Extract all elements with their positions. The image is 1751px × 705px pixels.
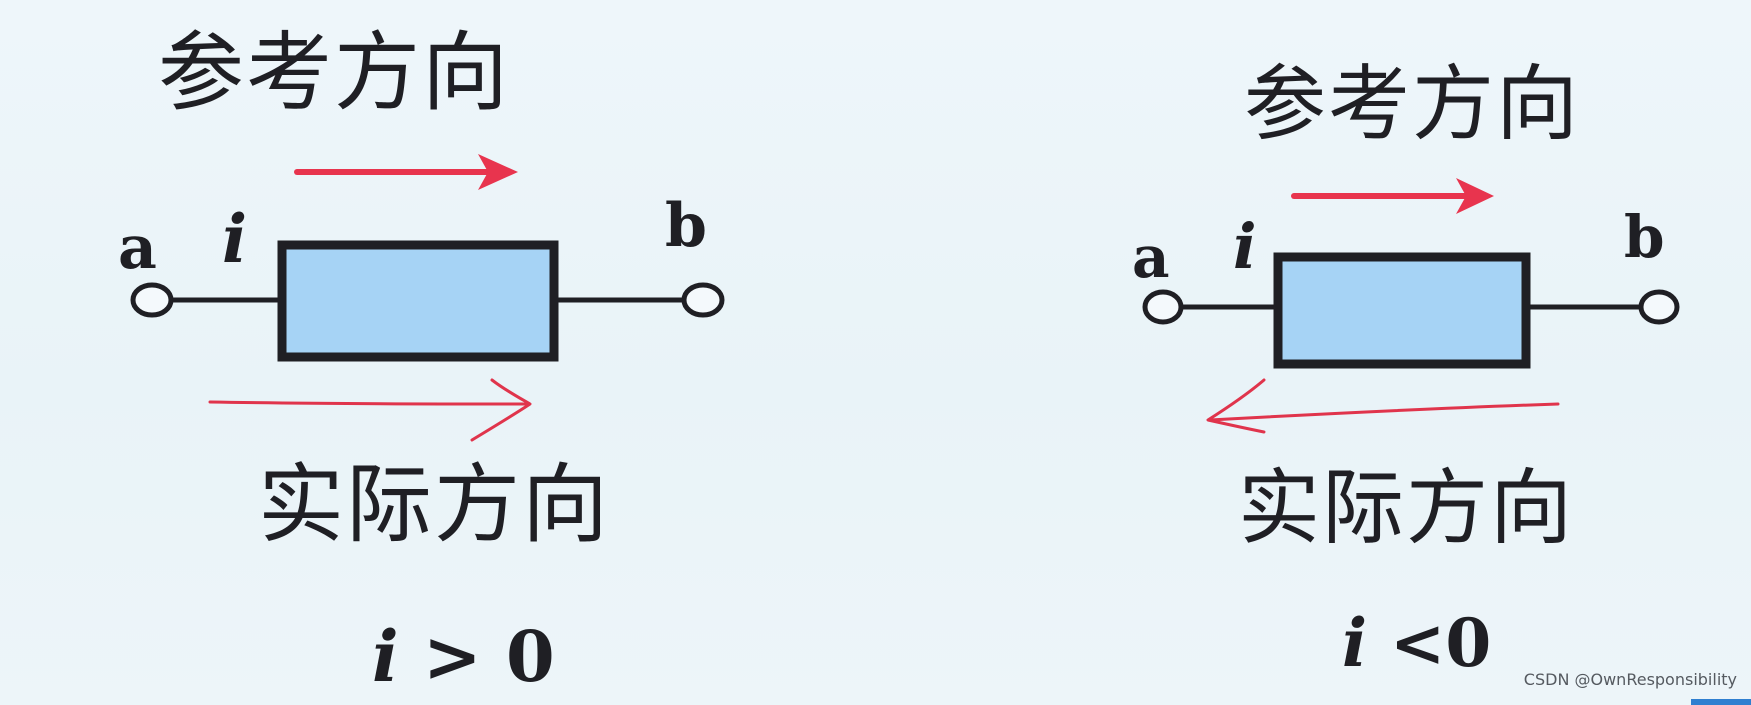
terminal-b-label: b: [665, 191, 707, 261]
actual-direction-arrow: [1206, 378, 1560, 434]
left-circuit-panel: 参考方向 a i b 实际方向 i > 0: [0, 0, 860, 705]
current-condition: i <0: [1342, 610, 1491, 676]
resistor: [1273, 252, 1531, 369]
terminal-b-label: b: [1624, 203, 1665, 271]
terminal-b-circle: [1638, 289, 1680, 325]
current-symbol: i: [1233, 210, 1257, 283]
reference-direction-arrow: [294, 154, 518, 190]
reference-direction-label: 参考方向: [1244, 57, 1581, 152]
resistor: [277, 240, 559, 362]
right-circuit-panel: 参考方向 a i b 实际方向 i <0: [860, 0, 1751, 705]
left-circuit-drawing: [130, 154, 725, 442]
reference-direction-label: 参考方向: [158, 23, 510, 123]
condition-variable: i: [1342, 604, 1368, 682]
right-circuit-drawing: [1142, 178, 1680, 434]
terminal-a-circle: [130, 282, 174, 318]
actual-direction-label: 实际方向: [1238, 461, 1575, 556]
actual-direction-label: 实际方向: [258, 455, 610, 555]
condition-variable: i: [372, 615, 399, 698]
terminal-a-label: a: [1132, 223, 1170, 291]
terminal-a-circle: [1142, 289, 1184, 325]
actual-direction-arrow: [208, 378, 532, 442]
terminal-b-circle: [681, 282, 725, 318]
corner-accent: [1691, 699, 1751, 705]
condition-expression: > 0: [398, 615, 555, 698]
condition-expression: <0: [1367, 604, 1492, 682]
terminal-a-label: a: [118, 213, 157, 283]
current-symbol: i: [222, 200, 248, 278]
reference-direction-arrow: [1291, 178, 1494, 214]
current-condition: i > 0: [372, 622, 555, 692]
csdn-watermark: CSDN @OwnResponsibility: [1523, 670, 1737, 689]
